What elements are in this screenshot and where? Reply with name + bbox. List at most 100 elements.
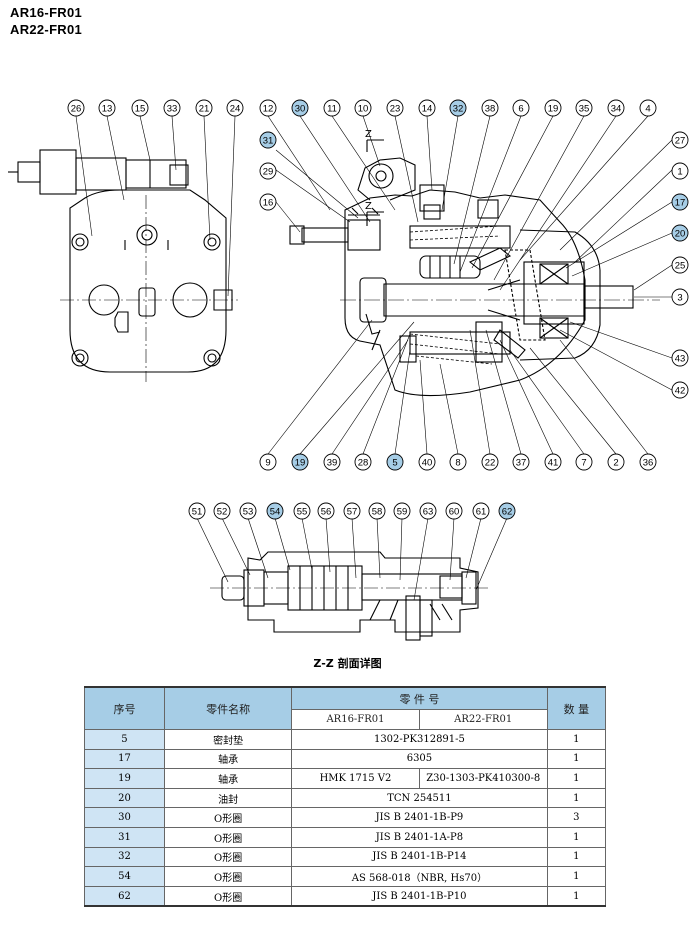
balloon-38: 38 [481, 99, 499, 117]
balloon-label: 13 [102, 104, 113, 115]
balloon-62: 62 [498, 502, 516, 520]
balloon-label: 31 [263, 136, 274, 147]
balloon-21: 21 [195, 99, 213, 117]
table-cell: 3 [546, 807, 607, 828]
table-cell: O形圈 [163, 885, 293, 908]
balloon-label: 19 [295, 458, 306, 469]
balloon-23: 23 [386, 99, 404, 117]
balloon-11: 11 [323, 99, 341, 117]
table-cell: JIS B 2401-1A-P8 [291, 826, 548, 848]
balloon-54: 54 [266, 502, 284, 520]
balloon-label: 52 [217, 507, 228, 518]
table-cell: 1 [546, 748, 607, 770]
balloon-37: 37 [512, 453, 530, 471]
table-cell: 17 [84, 748, 165, 770]
col-header-ar22: AR22-FR01 [418, 709, 548, 730]
balloon-3: 3 [671, 288, 689, 306]
balloon-label: 63 [423, 507, 434, 518]
section-caption: Z-Z 剖面详图 [313, 657, 382, 670]
balloon-label: 1 [677, 167, 682, 178]
balloon-label: 59 [397, 507, 408, 518]
balloon-label: 26 [71, 104, 82, 115]
balloon-label: 37 [516, 458, 527, 469]
balloon-label: 35 [579, 104, 590, 115]
balloon-58: 58 [368, 502, 386, 520]
table-cell: HMK 1715 V2 [291, 768, 420, 789]
table-cell: 轴承 [163, 748, 293, 770]
zz-section-drawing [210, 551, 490, 641]
table-cell: JIS B 2401-1B-P10 [291, 885, 548, 908]
balloon-label: 5 [392, 458, 397, 469]
table-cell: JIS B 2401-1B-P14 [291, 846, 548, 868]
section-mark-top: Z [365, 129, 372, 140]
balloon-label: 41 [548, 458, 559, 469]
balloon-label: 22 [485, 458, 496, 469]
table-cell: 轴承 [163, 768, 293, 789]
model-title-2: AR22-FR01 [10, 22, 83, 37]
col-header-no: 序号 [84, 686, 165, 730]
balloon-2: 2 [607, 453, 625, 471]
balloon-label: 4 [645, 104, 650, 115]
balloon-1: 1 [671, 162, 689, 180]
table-cell: 54 [84, 866, 165, 887]
balloon-label: 40 [422, 458, 433, 469]
balloon-52: 52 [213, 502, 231, 520]
balloon-22: 22 [481, 453, 499, 471]
balloon-41: 41 [544, 453, 562, 471]
balloon-label: 28 [358, 458, 369, 469]
balloon-label: 38 [485, 104, 496, 115]
balloon-label: 42 [675, 386, 686, 397]
balloon-label: 43 [675, 354, 686, 365]
table-cell: 19 [84, 768, 165, 789]
balloon-27: 27 [671, 131, 689, 149]
balloon-label: 58 [372, 507, 383, 518]
balloon-24: 24 [226, 99, 244, 117]
balloon-label: 30 [295, 104, 306, 115]
balloon-5: 5 [386, 453, 404, 471]
balloon-label: 15 [135, 104, 146, 115]
balloon-label: 11 [327, 104, 337, 115]
table-cell: AS 568-018（NBR, Hs70） [291, 866, 548, 887]
balloon-30: 30 [291, 99, 309, 117]
balloon-label: 16 [263, 198, 274, 209]
main-section-drawing [289, 157, 660, 397]
table-cell: 62 [84, 885, 165, 908]
end-view-drawing [8, 149, 238, 382]
balloon-13: 13 [98, 99, 116, 117]
table-cell: 30 [84, 807, 165, 828]
balloon-43: 43 [671, 349, 689, 367]
table-cell: 1 [546, 846, 607, 868]
balloon-label: 20 [675, 229, 686, 240]
balloon-60: 60 [445, 502, 463, 520]
section-markers [366, 139, 384, 226]
leader-lines [75, 115, 673, 601]
balloon-label: 33 [167, 104, 178, 115]
table-cell: JIS B 2401-1B-P9 [291, 807, 548, 828]
balloon-55: 55 [293, 502, 311, 520]
balloon-6: 6 [512, 99, 530, 117]
table-cell: O形圈 [163, 846, 293, 868]
balloon-label: 9 [265, 458, 270, 469]
balloon-label: 55 [297, 507, 308, 518]
balloon-label: 36 [643, 458, 654, 469]
balloon-29: 29 [259, 162, 277, 180]
balloon-label: 29 [263, 167, 274, 178]
balloon-label: 6 [518, 104, 523, 115]
balloon-56: 56 [317, 502, 335, 520]
balloon-19: 19 [544, 99, 562, 117]
balloon-4: 4 [639, 99, 657, 117]
balloon-35: 35 [575, 99, 593, 117]
balloon-12: 12 [259, 99, 277, 117]
pump-drawing: Z Z 261315332124123011102314323861935344… [8, 99, 689, 641]
balloon-label: 32 [453, 104, 464, 115]
balloon-32: 32 [449, 99, 467, 117]
balloon-26: 26 [67, 99, 85, 117]
